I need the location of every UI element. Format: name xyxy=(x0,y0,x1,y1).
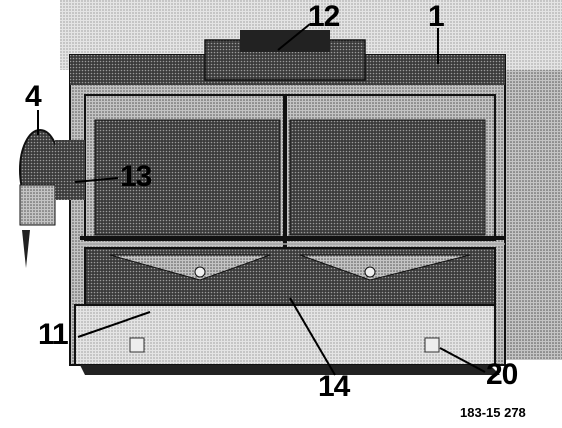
heater-housing xyxy=(69,30,506,375)
callout-14: 14 xyxy=(318,370,350,403)
reference-number: 183-15 278 xyxy=(460,405,526,420)
leader-14 xyxy=(289,297,336,376)
leader-13 xyxy=(74,177,119,183)
callout-13: 13 xyxy=(120,160,152,193)
callout-12: 12 xyxy=(308,0,340,33)
leader-11 xyxy=(77,311,151,338)
callout-20: 20 xyxy=(486,358,518,391)
callout-4: 4 xyxy=(25,80,42,113)
side-motor xyxy=(19,129,85,268)
leader-12 xyxy=(277,23,311,51)
callout-11: 11 xyxy=(38,318,69,351)
leader-20 xyxy=(439,347,486,373)
callout-1: 1 xyxy=(428,0,445,33)
